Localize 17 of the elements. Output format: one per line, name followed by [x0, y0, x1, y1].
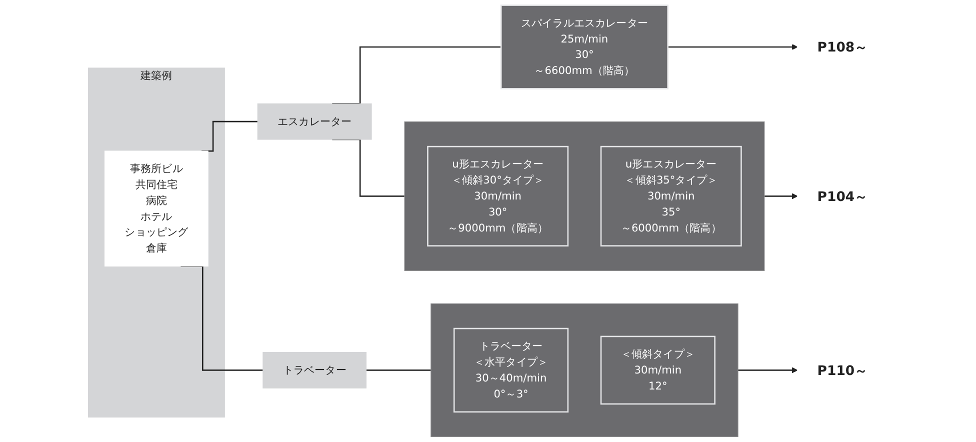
arrow [668, 44, 798, 50]
arrow [764, 193, 798, 200]
node-box: エスカレーター [257, 103, 372, 140]
node-box: ＜傾斜タイプ＞ 30m/min 12° [600, 336, 716, 405]
node-box: スパイラルエスカレーター 25m/min 30° ～6600mm（階高） [500, 4, 668, 90]
node-box: トラベーター [262, 352, 367, 388]
arrow [738, 367, 798, 374]
node-box: 事務所ビル 共同住宅 病院 ホテル ショッピング 倉庫 [104, 150, 208, 266]
node-box: トラベーター ＜水平タイプ＞ 30～40m/min 0°～3° [453, 328, 569, 413]
node-text: P108～ [817, 39, 868, 55]
node-box: u形エスカレーター ＜傾斜30°タイプ＞ 30m/min 30° ～9000mm（階高） [427, 146, 569, 246]
node-box: u形エスカレーター ＜傾斜35°タイプ＞ 30m/min 35° ～6000mm（階高） [600, 146, 742, 246]
node-text: P104～ [817, 188, 868, 204]
node-text: P110～ [817, 362, 868, 378]
cluster [430, 303, 738, 438]
cluster [404, 121, 765, 271]
connector [366, 370, 431, 371]
